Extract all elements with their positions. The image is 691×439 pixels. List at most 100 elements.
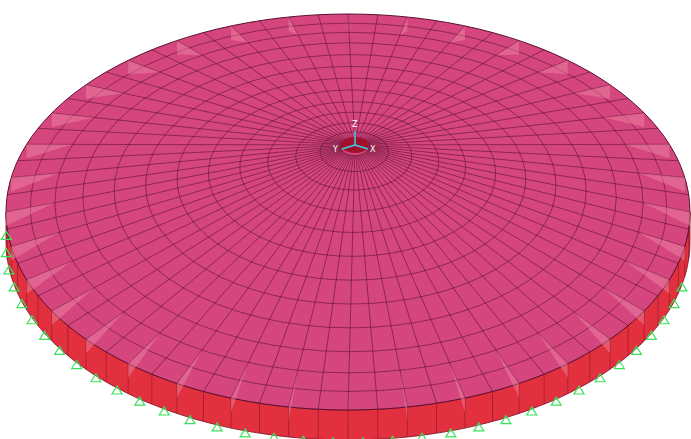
radial-rib xyxy=(364,154,568,364)
pin-support xyxy=(40,331,50,339)
rib-fin xyxy=(643,203,690,226)
radial-rib xyxy=(368,148,688,229)
rib-fin xyxy=(128,333,160,378)
radial-rib xyxy=(359,155,465,398)
rib-fin xyxy=(27,261,73,294)
radial-rib xyxy=(356,15,378,140)
axis-x xyxy=(355,145,368,149)
radial-rib xyxy=(7,148,341,229)
pin-support xyxy=(677,283,687,291)
edge-grid-line xyxy=(436,403,437,433)
pin-support xyxy=(595,374,605,382)
radial-rib xyxy=(259,21,351,140)
radial-rib xyxy=(358,21,436,140)
edge-grid-line xyxy=(318,409,319,439)
rib-fin xyxy=(177,41,202,56)
rib-fin xyxy=(27,144,73,158)
edge-grid-line xyxy=(377,409,378,439)
radial-rib xyxy=(363,50,545,141)
radial-rib xyxy=(368,146,685,177)
radial-rib xyxy=(365,85,610,143)
rib-fin xyxy=(11,232,59,260)
pin-support xyxy=(91,374,101,382)
radial-rib xyxy=(289,155,353,407)
axis-y xyxy=(342,145,355,149)
radial-rib xyxy=(38,151,342,296)
rib-fin xyxy=(289,370,298,421)
pin-support xyxy=(9,283,19,291)
axis-label: Z xyxy=(352,120,357,129)
radial-rib xyxy=(128,154,346,364)
radial-rib xyxy=(68,98,344,143)
radial-rib xyxy=(38,128,342,144)
rib-fin xyxy=(604,113,644,127)
rib-fin xyxy=(86,312,124,353)
pin-support xyxy=(388,436,398,439)
pin-support xyxy=(328,438,338,439)
pin-support xyxy=(298,436,308,439)
rib-fin xyxy=(639,173,685,192)
ring-rib xyxy=(83,43,617,352)
radial-rib xyxy=(18,150,342,264)
rib-fin xyxy=(400,370,407,421)
axis-z xyxy=(354,131,356,145)
radial-rib xyxy=(368,144,670,146)
pin-support xyxy=(659,316,669,324)
radial-rib xyxy=(357,155,407,407)
pin-support xyxy=(446,429,456,437)
radial-rib xyxy=(356,156,378,410)
edge-grid-line xyxy=(544,374,545,404)
radial-rib xyxy=(361,33,493,141)
edge-grid-line xyxy=(38,296,39,326)
pin-support xyxy=(1,231,11,239)
rib-fin xyxy=(496,350,519,397)
rib-fin xyxy=(538,60,568,74)
pin-support xyxy=(185,416,195,424)
rib-fin xyxy=(52,288,94,325)
rib-fin xyxy=(52,113,94,127)
pin-support xyxy=(474,423,484,431)
axis-label: Y xyxy=(333,145,338,154)
radial-rib xyxy=(7,147,341,195)
rib-fin xyxy=(400,17,407,35)
pin-support xyxy=(358,438,368,439)
pin-support xyxy=(574,386,584,394)
rib-fin xyxy=(574,312,610,353)
radial-rib xyxy=(86,153,344,340)
radial-rib xyxy=(368,146,678,161)
radial-rib xyxy=(152,50,347,141)
rib-fin xyxy=(177,350,202,397)
pin-support xyxy=(669,300,679,308)
edge-grid-line xyxy=(151,374,152,404)
radial-rib xyxy=(365,153,610,340)
rib-fin xyxy=(450,363,465,412)
radial-rib xyxy=(203,33,348,141)
radial-rib xyxy=(6,148,341,212)
radial-rib xyxy=(86,85,344,143)
rib-fin xyxy=(496,41,519,56)
radial-rib xyxy=(359,26,465,140)
edge-grid-line xyxy=(106,352,107,382)
pin-support xyxy=(72,361,82,369)
pin-support xyxy=(4,266,14,274)
edge-grid-line xyxy=(203,391,204,421)
radial-rib xyxy=(366,98,628,143)
radial-rib xyxy=(367,113,645,144)
pin-support xyxy=(631,346,641,354)
radial-rib xyxy=(27,144,342,146)
pin-support xyxy=(135,397,145,405)
radial-rib xyxy=(366,152,628,325)
ring-rib xyxy=(30,23,666,391)
pin-support xyxy=(159,407,169,415)
radial-rib xyxy=(231,26,350,140)
radial-rib xyxy=(318,156,353,410)
radial-rib xyxy=(367,152,645,311)
radial-rib xyxy=(362,41,519,141)
radial-rib xyxy=(318,15,353,140)
rib-fin xyxy=(450,26,465,43)
pin-support xyxy=(112,386,122,394)
radial-rib xyxy=(11,149,341,246)
pin-support xyxy=(212,423,222,431)
radial-rib xyxy=(358,155,436,403)
